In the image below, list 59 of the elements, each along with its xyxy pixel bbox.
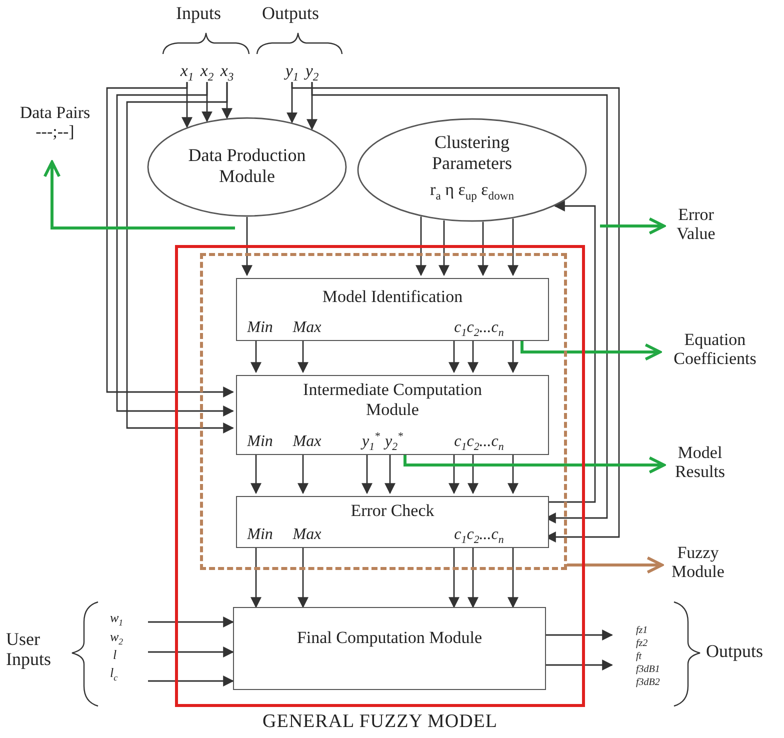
output-label: Error Value xyxy=(676,206,716,244)
output-label: Model Results xyxy=(674,444,726,482)
arrow xyxy=(546,660,614,670)
module-box xyxy=(233,607,546,690)
text-label: User Inputs xyxy=(6,630,52,670)
text-label: Outputs xyxy=(706,642,764,662)
arrow xyxy=(242,217,252,276)
port-label: Min xyxy=(247,526,273,544)
variable-label: x$_{3}$ xyxy=(216,60,238,82)
output-label: ---;--] xyxy=(36,122,74,142)
dashed-boundary xyxy=(200,253,567,570)
output-label: Fuzzy Module xyxy=(670,544,726,582)
text-label: f3dB1 xyxy=(636,664,660,675)
text-label: fz1 xyxy=(636,625,648,636)
port-label: Max xyxy=(292,526,322,544)
module-box xyxy=(236,496,549,548)
frame-title: GENERAL FUZZY MODEL xyxy=(262,711,498,733)
module-title: Model Identification xyxy=(322,287,463,307)
arrow xyxy=(147,616,234,628)
variable-label: y$_{1}$ xyxy=(281,60,303,82)
module-box xyxy=(236,375,549,455)
arrow xyxy=(546,630,614,640)
module-box xyxy=(236,278,549,341)
variable-label: x$_{1}$ xyxy=(176,60,198,82)
module-title: Error Check xyxy=(350,501,434,521)
ellipse-title: Data Production Module xyxy=(187,145,307,186)
arrow xyxy=(478,222,488,276)
arrow xyxy=(147,676,234,686)
text-label: Inputs xyxy=(176,4,221,24)
arrow xyxy=(416,216,426,276)
text-label: f3dB2 xyxy=(636,677,660,688)
port-label: c$_{1}$c$_{2}$...c$_{n}$ xyxy=(454,319,504,337)
arrow xyxy=(567,556,664,574)
ellipse-title: Clustering Parameters xyxy=(431,132,513,174)
arrow xyxy=(598,217,666,235)
arrow xyxy=(508,218,518,276)
text-label: w$_{2}$ xyxy=(110,630,124,644)
variable-label: x$_{2}$ xyxy=(196,60,218,82)
port-label: Min xyxy=(247,433,273,451)
port-label: Max xyxy=(292,433,322,451)
text-label: ft xyxy=(636,651,642,662)
port-label: Max xyxy=(292,319,322,337)
text-label: l xyxy=(113,648,117,662)
module-title: Final Computation Module xyxy=(296,628,482,648)
text-label: Outputs xyxy=(262,4,320,24)
arrow xyxy=(147,646,234,658)
text-label: l$_{c}$ xyxy=(110,666,118,680)
arrow xyxy=(43,160,236,230)
output-label: Data Pairs xyxy=(20,104,90,123)
port-label: c$_{1}$c$_{2}$...c$_{n}$ xyxy=(454,526,504,544)
port-label: c$_{1}$c$_{2}$...c$_{n}$ xyxy=(454,433,504,451)
arrow xyxy=(438,220,450,276)
port-label: Min xyxy=(247,319,273,337)
variable-label: y$_{2}$ xyxy=(301,60,323,82)
module-title: Intermediate Computation Module xyxy=(302,380,483,420)
text-label: fz2 xyxy=(636,638,648,649)
parameter-list: r$_{a}$ η ε$_{up}$ ε$_{down}$ xyxy=(430,180,514,200)
output-label: Equation Coefficients xyxy=(672,331,758,368)
text-label: w$_{1}$ xyxy=(110,611,124,626)
